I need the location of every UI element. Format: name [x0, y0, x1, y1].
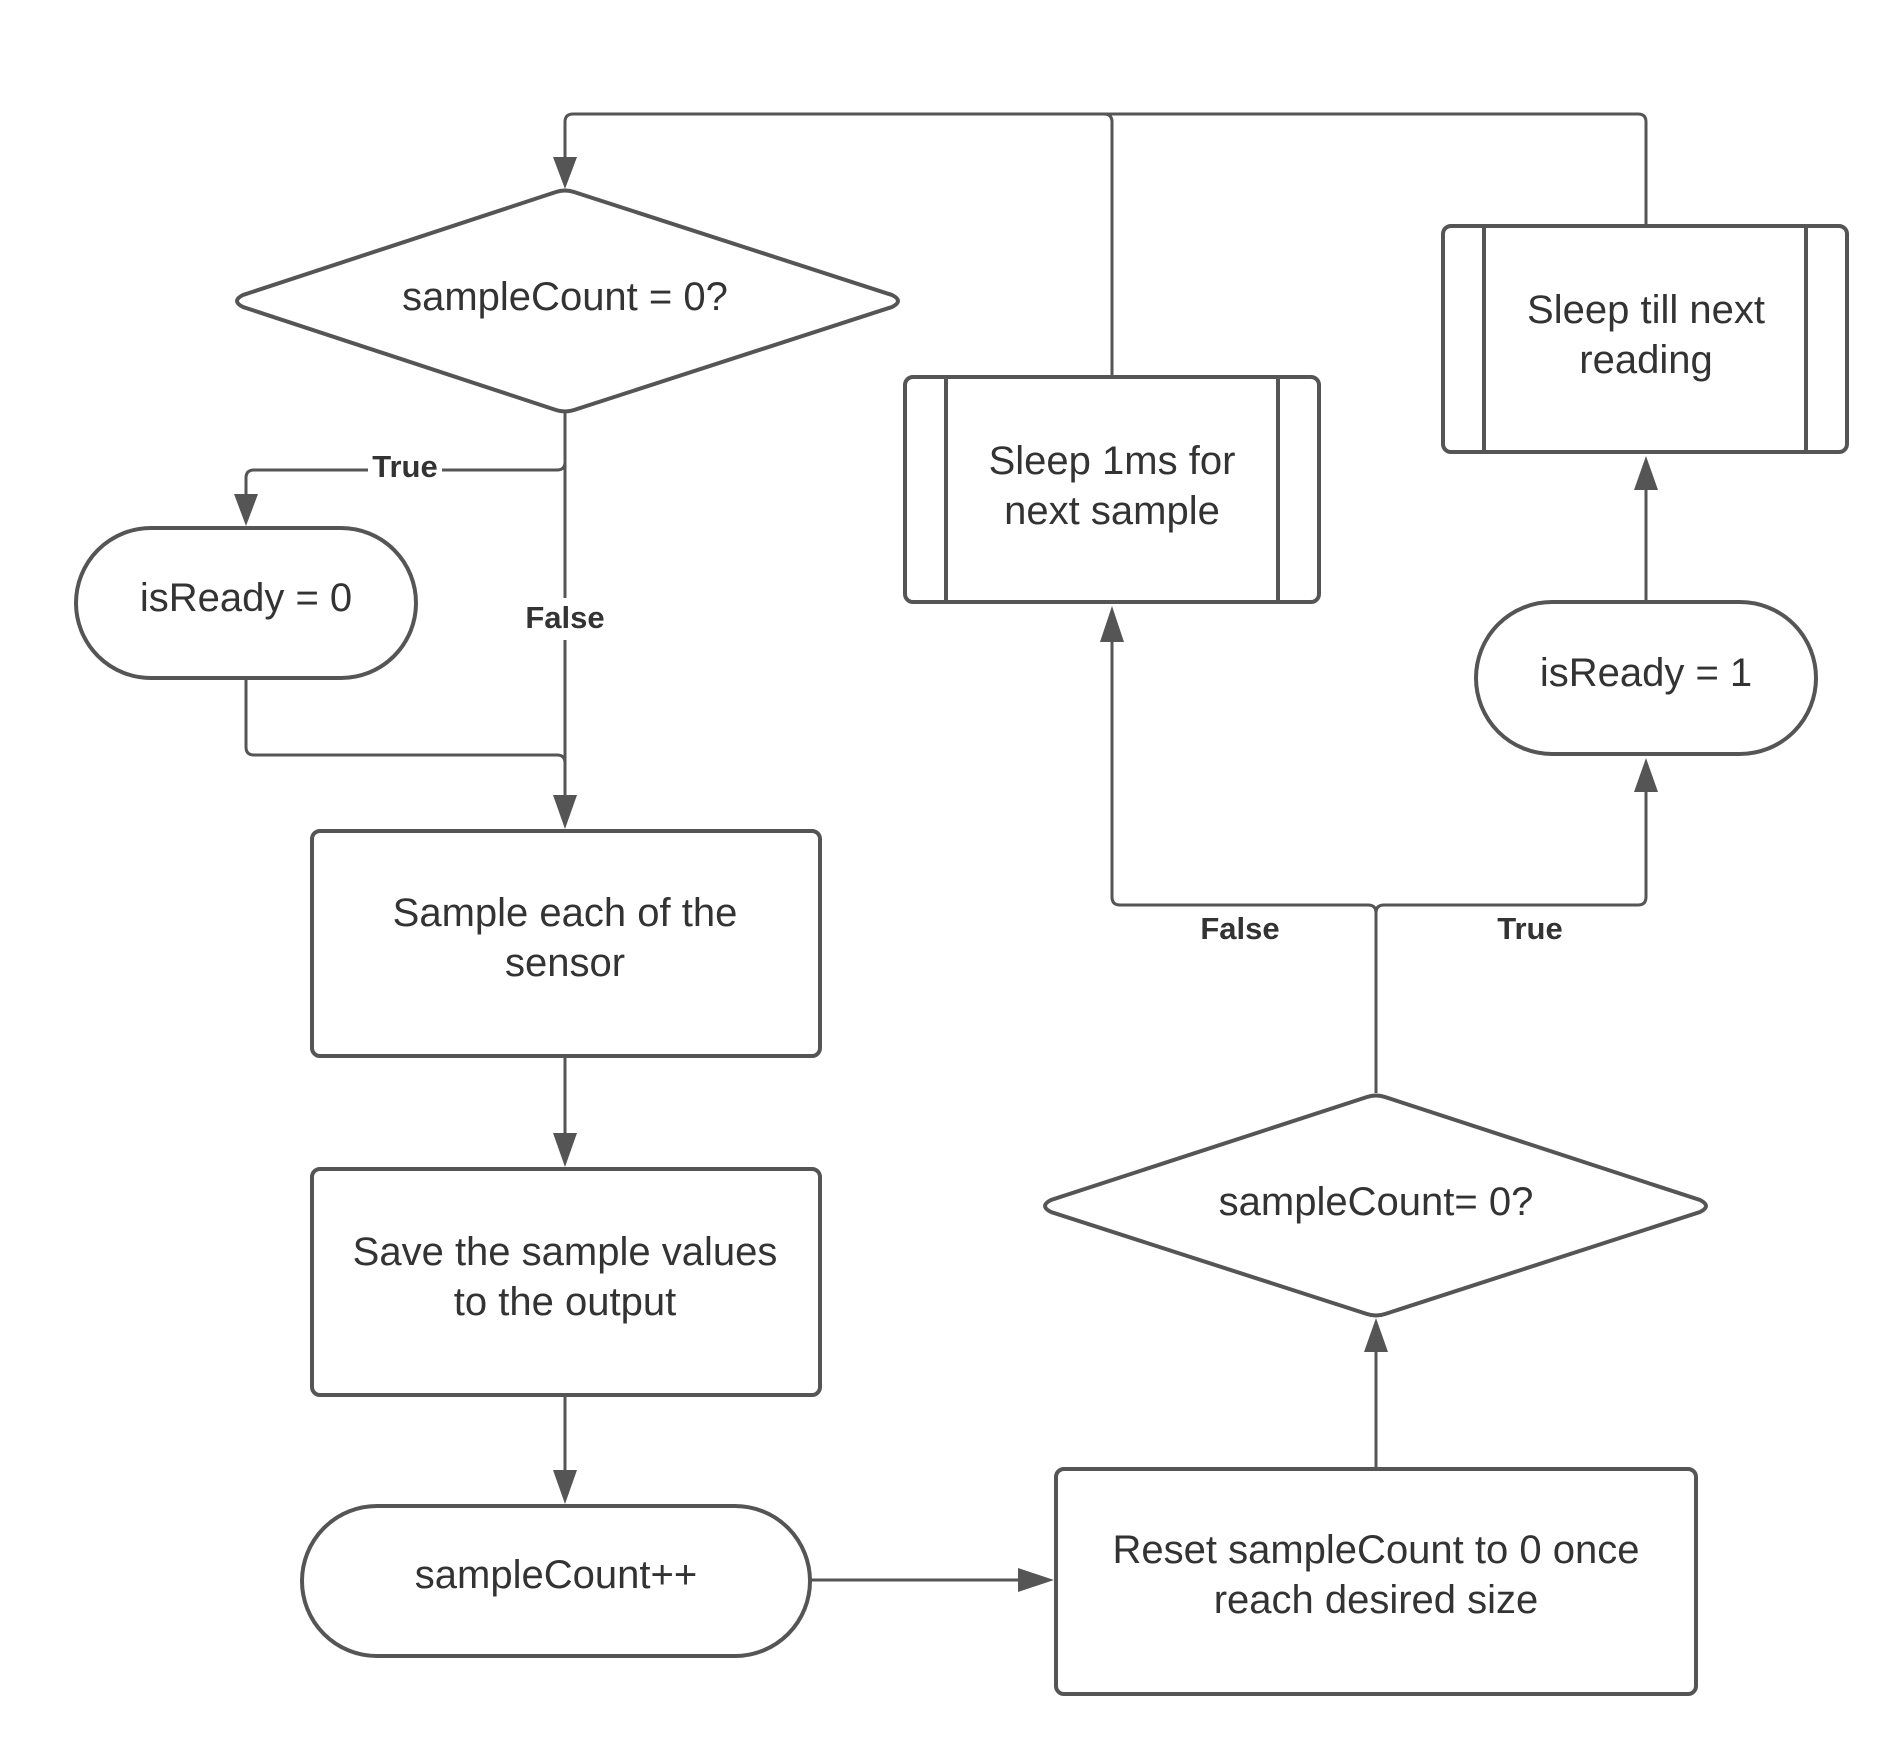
- is-ready-0-shape: [74, 526, 418, 680]
- arrow-head-into-bottom-decision: [1364, 1318, 1388, 1352]
- save-values-shape: [310, 1167, 822, 1397]
- sample-sensor-text-line2: sensor: [505, 941, 625, 985]
- arrow-head-into-sample-sensor: [553, 795, 577, 829]
- arrow-head-into-is-ready-0: [234, 494, 258, 526]
- decision-top-shape: [235, 188, 900, 414]
- edge-labels: True False False True: [368, 449, 1563, 946]
- arrow-head-into-reset: [1018, 1568, 1054, 1592]
- loop-back-line: [563, 112, 1648, 224]
- sleep-1ms-text-line2: next sample: [1004, 489, 1220, 533]
- is-ready-0-text: isReady = 0: [140, 576, 352, 620]
- decision-bottom-text: sampleCount= 0?: [1219, 1180, 1534, 1224]
- node-labels: sampleCount = 0? isReady = 0 Sample each…: [140, 275, 1765, 1622]
- bottom-decision-branch-line: [1110, 640, 1378, 1093]
- bottom-true-label: True: [1497, 911, 1562, 946]
- sleep-till-next-text-line2: reading: [1579, 338, 1712, 382]
- is-ready-1-text: isReady = 1: [1540, 651, 1752, 695]
- save-values-text-line2: to the output: [454, 1280, 676, 1324]
- arrow-head-into-top-decision: [553, 157, 577, 189]
- sample-sensor-text-line1: Sample each of the: [393, 891, 738, 935]
- save-values-text-line1: Save the sample values: [353, 1230, 778, 1274]
- arrow-head-into-sleep-1ms: [1100, 606, 1124, 642]
- shapes: [74, 188, 1849, 1696]
- is-ready-0-merge-line: [244, 680, 567, 764]
- decision-top-text: sampleCount = 0?: [402, 275, 728, 319]
- arrow-head-into-is-ready-1: [1634, 758, 1658, 792]
- is-ready-1-shape: [1474, 600, 1818, 756]
- sleep-till-next-shape: [1441, 224, 1849, 454]
- sample-sensor-shape: [310, 829, 822, 1058]
- arrow-head-into-sleep-till-next: [1634, 456, 1658, 490]
- sleep-1ms-up-line: [1103, 112, 1114, 375]
- reset-count-text-line1: Reset sampleCount to 0 once: [1113, 1528, 1640, 1572]
- sleep-till-next-text-line1: Sleep till next: [1527, 288, 1765, 332]
- top-true-label: True: [372, 449, 437, 484]
- bottom-decision-true-line: [1374, 790, 1648, 914]
- sample-count-inc-text: sampleCount++: [415, 1553, 697, 1597]
- sample-count-inc-shape: [300, 1504, 812, 1658]
- sleep-1ms-shape: [903, 375, 1321, 604]
- sleep-1ms-text-line1: Sleep 1ms for: [989, 439, 1236, 483]
- reset-count-shape: [1054, 1467, 1698, 1696]
- top-false-label: False: [525, 600, 604, 635]
- decision-bottom-shape: [1043, 1093, 1708, 1318]
- bottom-false-label: False: [1200, 911, 1279, 946]
- arrow-head-into-increment: [553, 1470, 577, 1504]
- arrow-head-into-save-values: [553, 1133, 577, 1167]
- reset-count-text-line2: reach desired size: [1214, 1578, 1539, 1622]
